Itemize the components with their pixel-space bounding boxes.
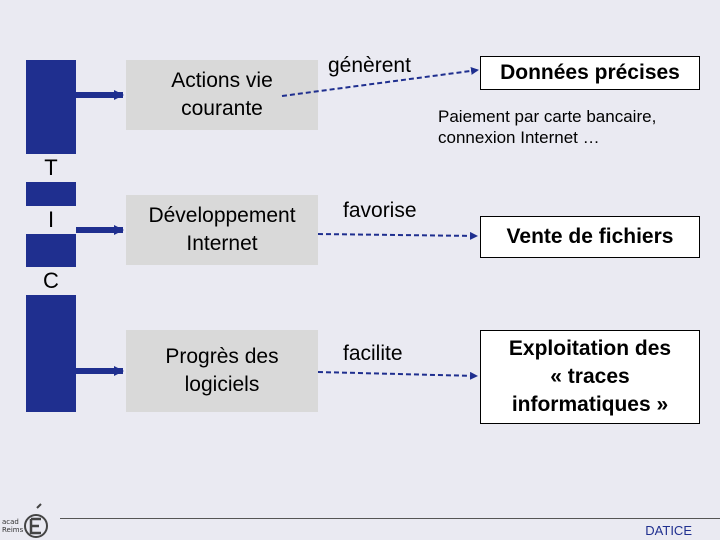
tic-bar: T I C [24, 60, 78, 412]
arrow-progres-to-exploitation [317, 371, 478, 380]
source-box-progres: Progrès des logiciels [126, 330, 318, 412]
source-box-developpement: Développement Internet [126, 195, 318, 265]
target-box-exploitation: Exploitation des « traces informatiques … [480, 330, 700, 424]
verb-facilite: facilite [343, 342, 403, 365]
academie-reims-logo-icon: acad Reims [2, 503, 48, 538]
target-box-donnees: Données précises [480, 56, 700, 90]
target-box-vente: Vente de fichiers [480, 216, 700, 258]
tic-letter-c: C [24, 267, 78, 295]
verb-generent: génèrent [328, 54, 411, 77]
verb-favorise: favorise [343, 199, 417, 222]
svg-text:Reims: Reims [2, 526, 24, 534]
note-paiement: Paiement par carte bancaire, connexion I… [438, 107, 657, 147]
tic-letter-t: T [24, 154, 78, 182]
footer-label: DATICE [645, 523, 692, 538]
svg-text:acad: acad [2, 518, 19, 526]
footer-line [60, 518, 720, 519]
arrow-actions-to-donnees [281, 66, 479, 97]
arrow-developpement-to-vente [317, 231, 478, 240]
tic-letter-i: I [24, 206, 78, 234]
